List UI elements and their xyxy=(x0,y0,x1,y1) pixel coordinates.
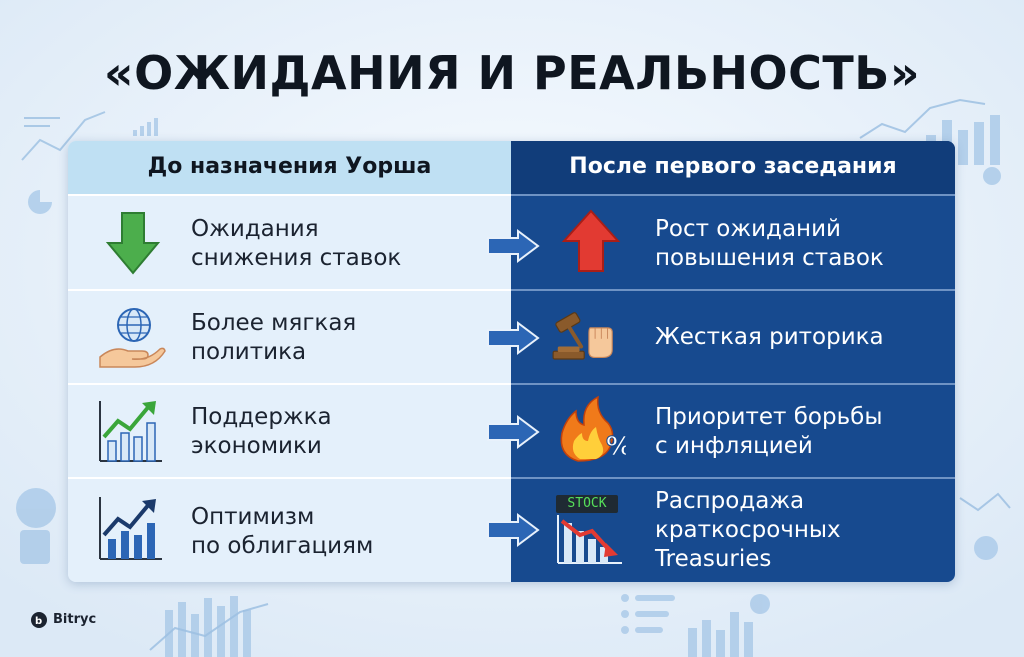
transition-arrow-icon xyxy=(487,415,540,449)
transition-arrow-icon xyxy=(487,321,540,355)
transition-arrow-icon xyxy=(487,513,540,547)
transition-arrow-icon xyxy=(487,229,540,263)
row-2-after-text: Жесткая риторика xyxy=(655,324,884,350)
row-2-before-text: Более мягкая политика xyxy=(191,310,357,365)
row-divider xyxy=(511,383,955,385)
before-column-header: До назначения Уорша xyxy=(68,141,511,196)
gavel-fist-icon xyxy=(552,312,613,360)
fire-percent-icon: % xyxy=(560,395,626,463)
row-1-after-text: Рост ожиданий повышения ставок xyxy=(655,216,884,271)
row-divider xyxy=(68,477,511,479)
row-3-after-text: Приоритет борьбы с инфляцией xyxy=(655,404,883,459)
stock-label: STOCK xyxy=(556,495,618,513)
rising-bar-chart-icon xyxy=(99,497,162,560)
stock-falling-chart-icon: STOCK xyxy=(556,495,626,565)
svg-text:b: b xyxy=(35,616,42,627)
growth-chart-icon xyxy=(99,401,162,462)
row-4-before-text: Оптимизм по облигациям xyxy=(191,504,374,559)
row-1-before-text: Ожидания снижения ставок xyxy=(191,216,402,271)
row-4-after-text: Распродажа краткосрочных Treasuries xyxy=(655,488,841,572)
comparison-table: До назначения Уорша После первого заседа… xyxy=(68,141,955,582)
row-divider xyxy=(511,289,955,291)
after-column-header: После первого заседания xyxy=(511,141,955,196)
page-title: «ОЖИДАНИЯ И РЕАЛЬНОСТЬ» xyxy=(103,46,921,100)
globe-in-hand-icon xyxy=(99,308,166,368)
svg-text:%: % xyxy=(606,432,626,462)
after-header-label: После первого заседания xyxy=(569,154,897,179)
row-3-before-text: Поддержка экономики xyxy=(191,404,332,459)
before-header-label: До назначения Уорша xyxy=(147,154,432,179)
bitryc-logo-icon: b xyxy=(31,612,47,628)
red-up-arrow-icon xyxy=(561,209,621,272)
green-down-arrow-icon xyxy=(105,212,161,275)
row-divider xyxy=(511,477,955,479)
row-divider xyxy=(68,383,511,385)
row-divider xyxy=(68,289,511,291)
brand-name: Bitryc xyxy=(53,612,97,627)
falling-chart-graphic xyxy=(557,515,622,564)
